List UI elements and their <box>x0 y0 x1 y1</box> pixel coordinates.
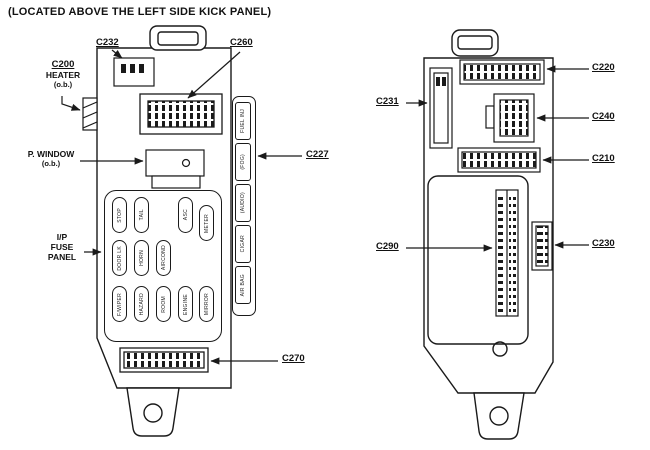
connector-c210 <box>457 147 541 173</box>
connector-c231 <box>429 67 453 149</box>
strip-air-bag-label: AIR BAG <box>240 273 246 297</box>
leader-c260 <box>187 51 241 99</box>
connector-c220 <box>459 59 545 85</box>
fuse-aircond-label: AIRCOND <box>160 245 167 271</box>
connector-c240 <box>485 93 535 143</box>
label-c210: C210 <box>592 153 615 164</box>
strip-audio-label: (AUDIO) <box>240 192 246 214</box>
label-c231: C231 <box>376 96 399 107</box>
label-ip-fuse-panel: I/P FUSE PANEL <box>40 232 84 262</box>
strip-fuel-inj-label: FUEL INJ <box>240 109 246 133</box>
strip-audio: (AUDIO) <box>235 184 251 222</box>
label-c200-line1: C200 <box>51 59 75 70</box>
fuse-tail: TAIL <box>134 197 149 233</box>
label-ip-line2: FUSE <box>50 241 74 252</box>
label-ip-line3: PANEL <box>47 251 77 262</box>
connector-c200-heater <box>82 97 98 131</box>
fuse-horn: HORN <box>134 240 149 276</box>
fuse-wiper-label: F/WIPER <box>116 292 123 316</box>
fuse-door-lk: DOOR LK <box>112 240 127 276</box>
label-p-window-line1: P. WINDOW <box>27 149 75 159</box>
strip-cigar: CIGAR <box>235 225 251 263</box>
connector-c260 <box>139 93 223 135</box>
fuse-hazard-label: HAZARD <box>138 292 145 316</box>
fuse-door-lk-label: DOOR LK <box>116 245 123 271</box>
label-c260: C260 <box>230 37 253 48</box>
fuse-room: ROOM <box>156 286 171 322</box>
fuse-mirror-label: MIRROR <box>203 292 210 316</box>
connector-c270 <box>119 347 209 373</box>
strip-cigar-label: CIGAR <box>240 235 246 253</box>
leader-lines <box>61 49 589 365</box>
fuse-stop: STOP <box>112 197 127 233</box>
label-p-window-line2: (o.b.) <box>41 158 61 168</box>
connector-c230 <box>531 221 553 271</box>
fuse-tail-label: TAIL <box>138 209 145 221</box>
fuse-meter-label: METER <box>203 213 210 233</box>
leader-c200 <box>61 96 81 111</box>
label-ip-line1: I/P <box>56 232 68 242</box>
fuse-asc-label: ASC <box>182 209 189 221</box>
fuse-mirror: MIRROR <box>199 286 214 322</box>
fuse-engine: ENGINE <box>178 286 193 322</box>
label-c270: C270 <box>282 353 305 364</box>
fuse-wiper: F/WIPER <box>112 286 127 322</box>
label-c200-line2: HEATER <box>45 69 81 80</box>
label-p-window: P. WINDOW (o.b.) <box>22 149 80 168</box>
label-c200-line3: (o.b.) <box>53 79 73 89</box>
p-window-relay <box>145 149 205 189</box>
fuse-stop-label: STOP <box>116 207 123 223</box>
label-c227: C227 <box>306 149 329 160</box>
label-c290: C290 <box>376 241 399 252</box>
label-c232: C232 <box>96 37 119 48</box>
fuse-engine-label: ENGINE <box>182 293 189 315</box>
label-c240: C240 <box>592 111 615 122</box>
label-c220: C220 <box>592 62 615 73</box>
diagram-title: (LOCATED ABOVE THE LEFT SIDE KICK PANEL) <box>8 6 272 18</box>
fuse-room-label: ROOM <box>160 295 167 313</box>
label-c200-heater: C200 HEATER (o.b.) <box>36 59 90 89</box>
connector-c232 <box>113 57 155 87</box>
connector-c290 <box>495 189 519 317</box>
fuse-aircond: AIRCOND <box>156 240 171 276</box>
fuse-asc: ASC <box>178 197 193 233</box>
strip-fuel-inj: FUEL INJ <box>235 102 251 140</box>
label-c230: C230 <box>592 238 615 249</box>
fuse-hazard: HAZARD <box>134 286 149 322</box>
fuse-meter: METER <box>199 205 214 241</box>
strip-fog: (FOG) <box>235 143 251 181</box>
strip-fog-label: (FOG) <box>240 154 246 170</box>
leader-c232 <box>111 49 123 59</box>
strip-air-bag: AIR BAG <box>235 266 251 304</box>
fuse-horn-label: HORN <box>138 250 145 266</box>
